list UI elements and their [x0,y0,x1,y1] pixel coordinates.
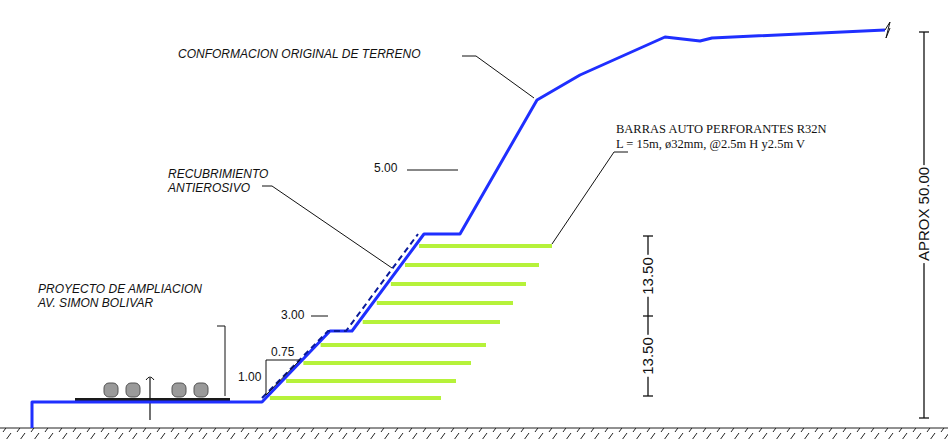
leader-lines [217,56,628,396]
break-symbol [885,22,890,38]
bar [303,361,471,365]
bar [419,244,552,248]
road-axis [146,377,154,380]
cover-label: RECUBRIMIENTO ANTIEROSIVO [168,168,264,196]
bar [321,343,486,347]
project-label: PROYECTO DE AMPLIACION AV. SIMON BOLIVAR [38,283,218,311]
bar [363,320,500,324]
bar [405,263,539,267]
bar [377,301,513,305]
bar [391,282,526,286]
bars-label: BARRAS AUTO PERFORANTES R32N [616,122,827,136]
self-drilling-bars [270,246,552,398]
slope-ratio: 1.00 [238,371,261,385]
dimension-label: 13.50 [639,255,656,297]
dimension-label: 3.00 [281,309,304,323]
dimension-lines [643,32,929,418]
bars-spec: L = 15m, ø32mm, @2.5m H y2.5m V [616,137,805,151]
dimension-label: 5.00 [374,162,397,176]
dimension-label: 13.50 [639,335,656,377]
terrain-label: CONFORMACION ORIGINAL DE TERRENO [178,48,420,62]
ground-hatch [0,428,948,439]
bar [286,379,456,383]
vehicles [104,383,208,397]
anti-erosion-cover [262,234,418,398]
bar [270,396,441,400]
terrain-profile [32,30,885,428]
road-axis [149,378,150,420]
slope-ratio-triangle [266,360,300,395]
slope-ratio: 0.75 [271,346,294,360]
dimension-label: APROX 50.00 [915,165,932,263]
